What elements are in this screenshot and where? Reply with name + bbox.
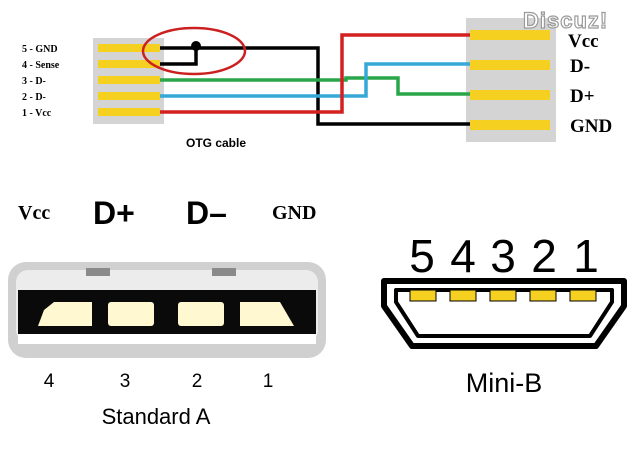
- left-pin-label-sense: 4 - Sense: [22, 60, 60, 71]
- left-pin-4: [98, 60, 160, 68]
- std-a-contact-4: [38, 302, 92, 326]
- std-a-signal-vcc: Vcc: [18, 202, 50, 224]
- wire-vcc: [160, 33, 470, 114]
- mini-b-diagram: 5 4 3 2 1 Mini-B: [381, 230, 627, 398]
- std-a-pin-4: 4: [44, 371, 55, 392]
- left-pin-3: [98, 76, 160, 84]
- right-pin-vcc: [470, 30, 550, 40]
- right-pin-label-vcc: Vcc: [568, 31, 599, 52]
- standard-a-diagram: Vcc D+ D– GND 4 3 2 1 Standard A: [8, 195, 326, 429]
- std-a-pin-1: 1: [263, 371, 274, 392]
- std-a-contact-2: [178, 302, 224, 326]
- std-a-signal-dminus: D–: [186, 195, 227, 231]
- mini-b-contact-1: [569, 289, 597, 302]
- mini-b-caption: Mini-B: [466, 368, 543, 398]
- highlight-circle: [141, 26, 247, 76]
- mini-b-pin-2: 2: [531, 230, 557, 282]
- std-a-caption: Standard A: [102, 404, 211, 429]
- left-pin-label-d2: 2 - D-: [22, 92, 46, 103]
- right-pin-label-dplus: D+: [570, 86, 595, 107]
- std-a-contact-1: [240, 302, 294, 326]
- left-pin-label-d3: 3 - D-: [22, 76, 46, 87]
- mini-b-pin-3: 3: [490, 230, 516, 282]
- mini-b-contact-5: [409, 289, 437, 302]
- right-pin-label-dminus: D-: [570, 56, 590, 77]
- left-pin-label-vcc: 1 - Vcc: [22, 108, 52, 119]
- otg-cable-diagram: 5 - GND 4 - Sense 3 - D- 2 - D- 1 - Vcc …: [22, 18, 612, 150]
- std-a-latch-left: [86, 268, 110, 276]
- std-a-signal-gnd: GND: [272, 202, 316, 224]
- std-a-contact-3: [108, 302, 154, 326]
- left-pin-2: [98, 92, 160, 100]
- std-a-pin-3: 3: [120, 371, 131, 392]
- mini-b-pin-5: 5: [409, 230, 435, 282]
- right-pin-dplus: [470, 90, 550, 100]
- mini-b-contact-4: [449, 289, 477, 302]
- mini-b-contact-3: [489, 289, 517, 302]
- left-pin-label-gnd: 5 - GND: [22, 44, 58, 55]
- mini-b-pin-4: 4: [450, 230, 476, 282]
- std-a-signal-dplus: D+: [93, 195, 135, 231]
- wire-gnd: [160, 46, 470, 126]
- mini-b-contact-2: [529, 289, 557, 302]
- std-a-base: [18, 334, 316, 344]
- std-a-latch-right: [212, 268, 236, 276]
- left-pin-1: [98, 108, 160, 116]
- sense-junction-dot: [191, 41, 201, 51]
- left-pin-5: [98, 44, 160, 52]
- otg-caption: OTG cable: [186, 136, 246, 150]
- right-pin-label-gnd: GND: [570, 116, 612, 137]
- wire-dminus: [160, 62, 470, 98]
- mini-b-pin-1: 1: [573, 230, 599, 282]
- wire-sense-jumper: [160, 48, 198, 66]
- std-a-pin-2: 2: [192, 371, 203, 392]
- wire-dplus: [160, 76, 470, 96]
- right-pin-dminus: [470, 60, 550, 70]
- watermark-text: Discuz!: [523, 8, 608, 33]
- right-pin-gnd: [470, 120, 550, 130]
